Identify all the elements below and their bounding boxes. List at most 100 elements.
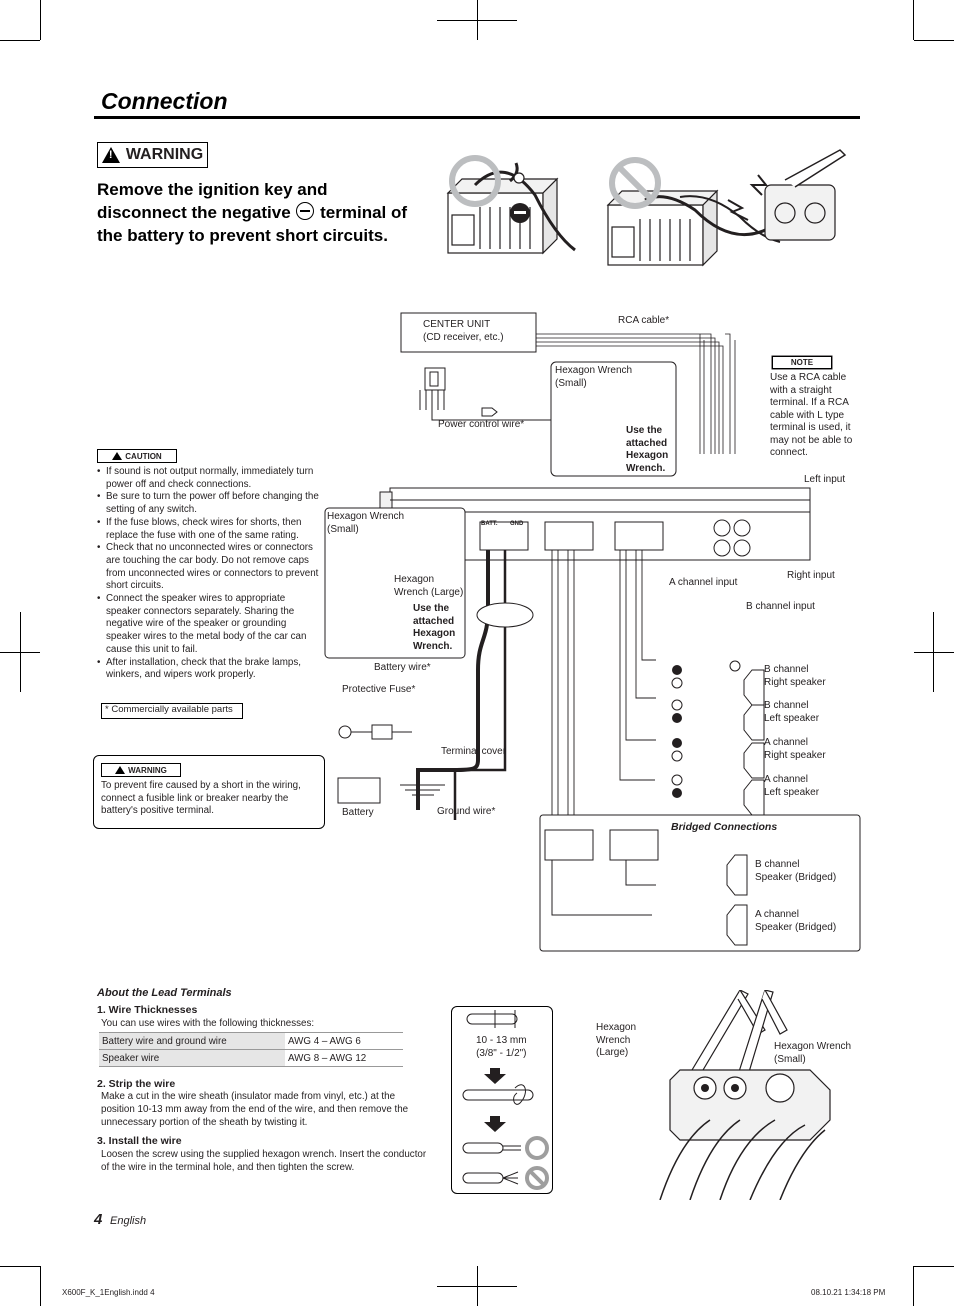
- center-unit-line: (CD receiver, etc.): [423, 331, 504, 343]
- label-line: attached: [626, 437, 668, 449]
- caution-item: Check that no unconnected wires or conne…: [97, 542, 319, 593]
- left-input-label: Left input: [804, 474, 846, 485]
- negative-terminal-icon: [296, 202, 315, 220]
- label-line: Right speaker: [764, 676, 826, 688]
- a-channel-input-label: A channel input: [669, 577, 738, 588]
- label-line: Hexagon: [394, 574, 435, 585]
- label-line: Right speaker: [764, 749, 826, 761]
- right-input-label: Right input: [787, 570, 835, 581]
- note-text: Use a RCA cable with a straight terminal…: [770, 372, 853, 458]
- label-line: (Large): [596, 1047, 629, 1058]
- battery-wire-label: Battery wire*: [374, 662, 431, 673]
- page-title: Connection: [101, 88, 228, 114]
- warning2-label: WARNING: [128, 765, 167, 775]
- label-line: A channel: [764, 774, 808, 785]
- use-attached-label: Use the attached Hexagon Wrench.: [626, 425, 668, 475]
- label-line: Use the: [626, 425, 663, 436]
- title-rule: [94, 116, 860, 119]
- hex-small-box: [550, 361, 677, 477]
- label-line: A channel: [764, 737, 808, 748]
- warning-line: Remove the ignition key and: [97, 180, 328, 199]
- ng-circle-icon: [525, 1166, 549, 1190]
- label-line: Speaker (Bridged): [755, 871, 837, 883]
- wire-table: Battery wire and ground wire AWG 4 – AWG…: [99, 1032, 403, 1067]
- speaker-label-a-left: A channel Left speaker: [764, 774, 819, 799]
- page-number: 4: [94, 1211, 103, 1228]
- wrench-small-label: Hexagon Wrench (Small): [774, 1041, 851, 1066]
- speaker-label-b-left: B channel Left speaker: [764, 700, 819, 725]
- label-line: Hexagon: [596, 1022, 637, 1033]
- wrench-illustration: [659, 990, 831, 1200]
- hex-small-label: Hexagon Wrench (Small): [555, 365, 632, 390]
- crop-mark: [933, 612, 934, 692]
- crop-mark: [40, 1266, 41, 1306]
- strip-text: Make a cut in the wire sheath (insulator…: [101, 1091, 409, 1128]
- table-cell: Speaker wire: [99, 1049, 285, 1067]
- bridged-label-b: B channel Speaker (Bridged): [755, 859, 836, 884]
- ground-wire-label: Ground wire*: [437, 806, 496, 817]
- use-attached-label-left: Use the attached Hexagon Wrench.: [413, 603, 455, 653]
- warning-triangle-icon: [115, 766, 126, 774]
- strip-heading: 2. Strip the wire: [97, 1078, 176, 1090]
- speaker-label-b-right: B channel Right speaker: [764, 664, 826, 689]
- terminal-cover-label: Terminal cover: [441, 746, 507, 757]
- spark-icon: [749, 174, 769, 196]
- hex-large-box: [324, 507, 466, 659]
- crop-mark: [477, 0, 478, 40]
- wiring-diagram: [324, 312, 861, 952]
- power-control-label: Power control wire*: [438, 419, 525, 430]
- caution-list: If sound is not output normally, immedia…: [97, 466, 319, 682]
- table-row: Speaker wire AWG 8 – AWG 12: [99, 1049, 403, 1067]
- page-language: English: [110, 1215, 147, 1227]
- commercial-note: * Commercially available parts: [101, 703, 243, 719]
- lead-title: About the Lead Terminals: [97, 987, 232, 999]
- hex-large-label: Hexagon Wrench (Large): [394, 574, 463, 599]
- caution-item: Be sure to turn the power off before cha…: [97, 491, 319, 516]
- ng-circle-icon: [609, 157, 661, 209]
- protective-fuse-label: Protective Fuse*: [342, 684, 416, 695]
- note-badge: NOTE: [772, 356, 832, 369]
- install-heading: 3. Install the wire: [97, 1135, 182, 1147]
- center-unit-box: [400, 312, 537, 353]
- install-text: Loosen the screw using the supplied hexa…: [101, 1149, 427, 1173]
- crop-mark: [40, 0, 41, 40]
- speaker-icons: [743, 669, 765, 816]
- caution-item: Connect the speaker wires to appropriate…: [97, 593, 319, 657]
- wire-thickness-text: You can use wires with the following thi…: [101, 1018, 315, 1029]
- crop-mark: [913, 0, 914, 40]
- label-line: attached: [413, 615, 455, 627]
- label-line: Wrench.: [413, 640, 453, 652]
- label-line: Wrench.: [626, 462, 666, 474]
- warning-triangle-icon: [101, 147, 120, 163]
- warning-badge: WARNING: [97, 142, 208, 168]
- battery-ng-drawing: [606, 149, 847, 267]
- crop-mark: [914, 652, 954, 653]
- label-line: Hexagon Wrench: [555, 365, 633, 376]
- label-line: Wrench: [596, 1034, 631, 1046]
- label-line: (Small): [774, 1053, 806, 1065]
- label-line: Left speaker: [764, 712, 820, 724]
- label-line: Hexagon: [626, 450, 669, 461]
- label-line: Left speaker: [764, 786, 820, 798]
- crop-mark: [914, 40, 954, 41]
- crop-mark: [477, 1266, 478, 1306]
- label-line: Use the: [413, 603, 450, 614]
- caution-item: If the fuse blows, check wires for short…: [97, 517, 319, 542]
- wrench-large-label: Hexagon Wrench (Large): [596, 1022, 636, 1060]
- warning2-badge: WARNING: [101, 763, 181, 777]
- center-unit-line: CENTER UNIT: [423, 319, 491, 330]
- label-line: Hexagon: [413, 628, 456, 639]
- footer-file: X600F_K_1English.indd 4: [62, 1288, 155, 1297]
- warning-message: Remove the ignition key and disconnect t…: [97, 178, 437, 247]
- table-cell: AWG 8 – AWG 12: [285, 1049, 403, 1067]
- label-line: Hexagon Wrench: [327, 511, 405, 522]
- label-line: Speaker (Bridged): [755, 921, 837, 933]
- label-line: (Small): [327, 523, 359, 535]
- strip-illustration: [462, 1010, 549, 1190]
- ok-circle-icon: [525, 1136, 549, 1160]
- rca-cable-label: RCA cable*: [618, 315, 670, 326]
- center-unit-label: CENTER UNIT (CD receiver, etc.): [423, 319, 504, 344]
- warning-line: the battery to prevent short circuits.: [97, 226, 388, 245]
- label-line: B channel: [764, 664, 809, 675]
- table-cell: Battery wire and ground wire: [99, 1032, 285, 1050]
